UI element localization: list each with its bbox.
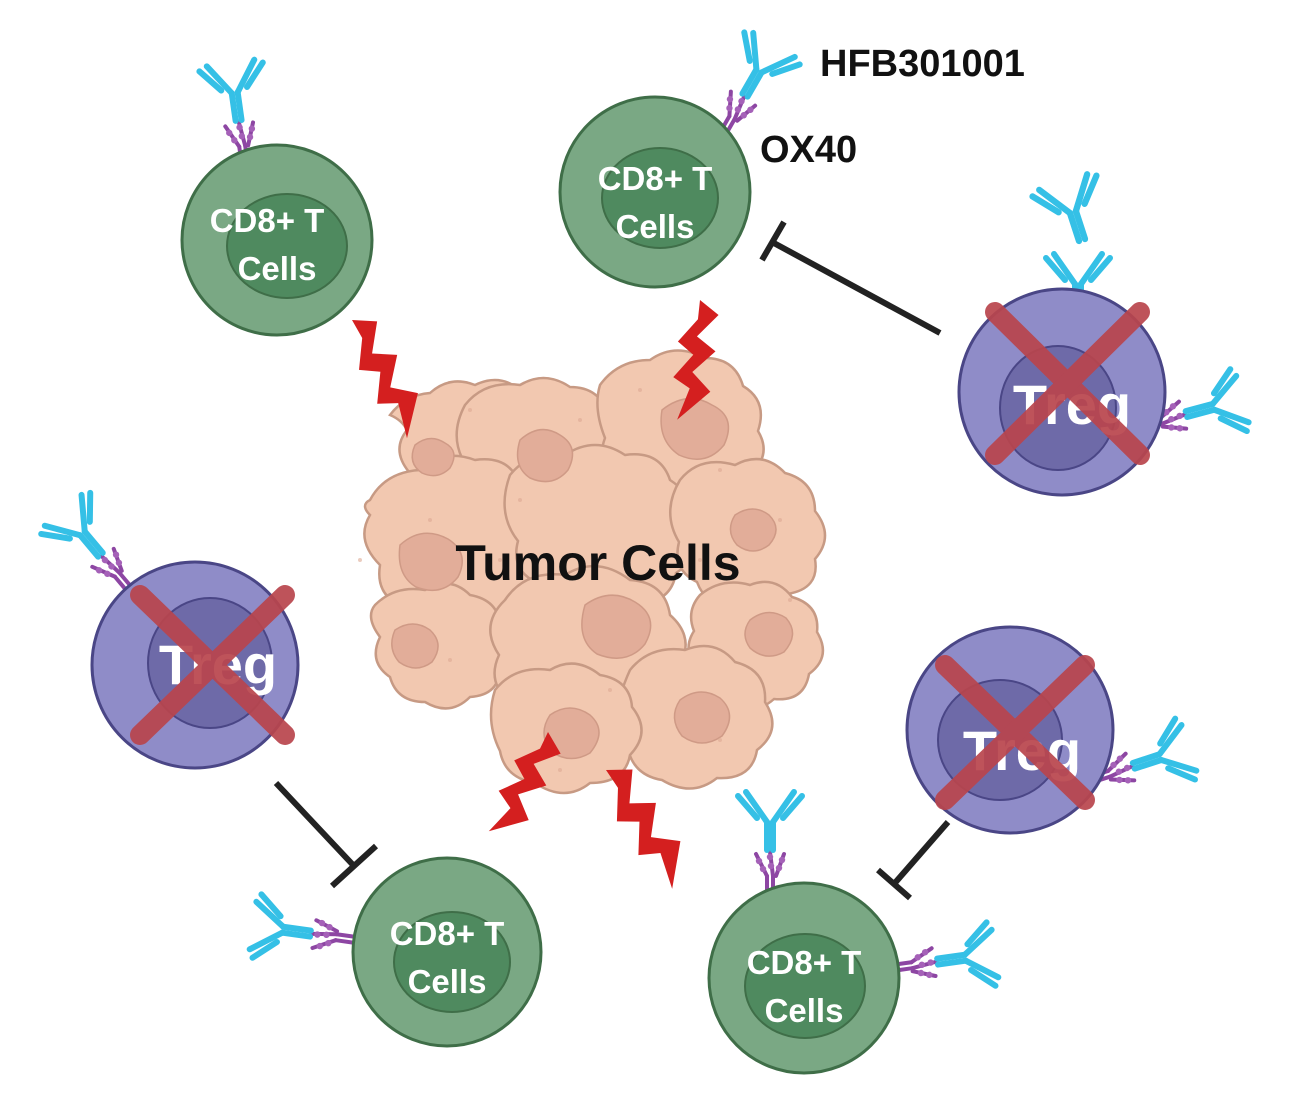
cd8-label-line1: CD8+ T (210, 202, 325, 239)
ox40-label: OX40 (760, 129, 857, 171)
cross-out-icon (985, 302, 1150, 465)
inhibition-arrow-icon (876, 820, 951, 901)
cd8-label-line1: CD8+ T (390, 915, 505, 952)
treg-cell-bottom-right: Treg (905, 625, 1199, 835)
cd8-t-cell-top-left: CD8+ T Cells (180, 59, 374, 337)
cd8-label-line2: Cells (765, 992, 844, 1029)
cd8-t-cell-bottom-right: CD8+ T Cells (707, 792, 1000, 1075)
treg-cell-left: Treg (39, 490, 300, 770)
cd8-label-line2: Cells (408, 963, 487, 1000)
ox40-antibody-icon (249, 894, 361, 972)
cd8-t-cell-bottom-left: CD8+ T Cells (249, 856, 543, 1048)
inhibition-arrows (273, 220, 951, 901)
cd8-label-line2: Cells (238, 250, 317, 287)
inhibition-arrow-icon (273, 780, 379, 889)
ox40-antibody-icon (888, 922, 1000, 1000)
tumor-cluster: Tumor Cells (358, 349, 827, 795)
cd8-label-line1: CD8+ T (747, 944, 862, 981)
cd8-t-cell-top-center: CD8+ T Cells (558, 29, 802, 289)
ox40-antibody-icon (738, 792, 802, 896)
inhibition-arrow-icon (759, 220, 942, 336)
cd8-label-line1: CD8+ T (598, 160, 713, 197)
cd8-label-line2: Cells (616, 208, 695, 245)
tumor-cells-label: Tumor Cells (455, 535, 740, 591)
hfb301001-label: HFB301001 (820, 43, 1025, 85)
cross-out-icon (130, 585, 295, 745)
antibody-icon (1031, 172, 1114, 251)
cross-out-icon (935, 655, 1095, 810)
treg-cell-top-right: Treg (957, 254, 1251, 497)
